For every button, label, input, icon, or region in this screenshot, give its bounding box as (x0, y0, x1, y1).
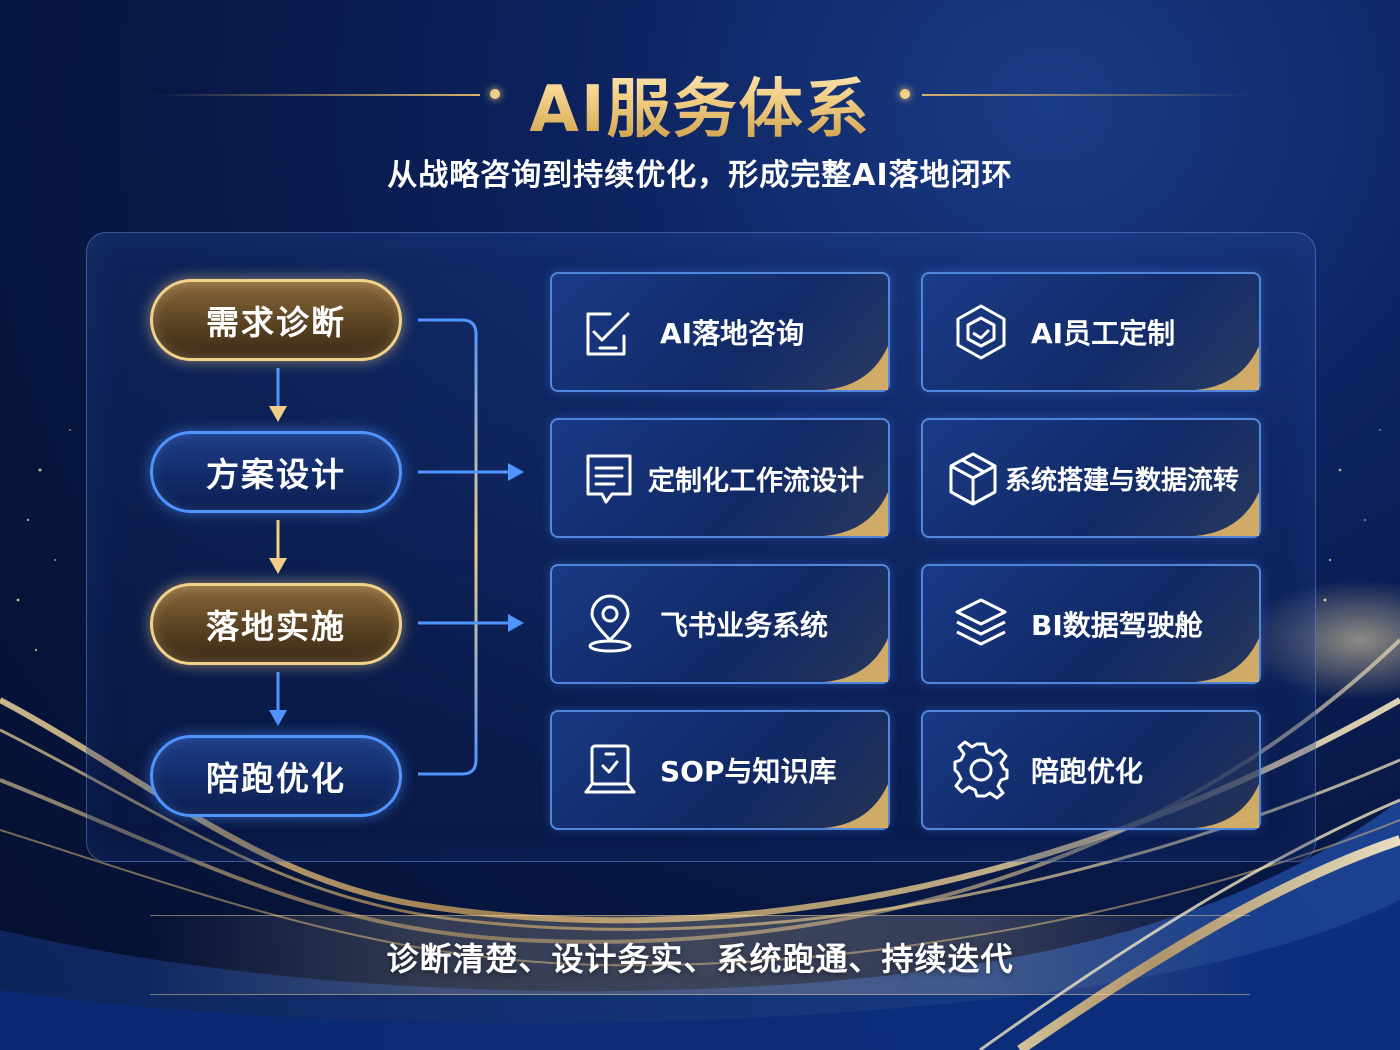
service-label: AI落地咨询 (660, 317, 805, 350)
service-label: AI员工定制 (1031, 317, 1176, 350)
location-pin-icon (588, 594, 632, 653)
arrow-head-services-2 (508, 614, 524, 632)
card-corner-accent (824, 638, 888, 682)
arrow-head-services-1 (508, 463, 524, 481)
hexagon-shield-icon (956, 304, 1006, 360)
title-divider-left (150, 94, 480, 96)
process-step-design: 方案设计 (150, 431, 402, 513)
arrow-head-2 (269, 558, 287, 574)
service-label: 陪跑优化 (1031, 755, 1144, 788)
service-card-sop-knowledge[interactable]: SOP与知识库 (550, 710, 890, 830)
card-corner-accent (1195, 784, 1259, 828)
service-label: 飞书业务系统 (660, 609, 829, 642)
arrow-head-3 (269, 710, 287, 726)
service-card-system-build[interactable]: 系统搭建与数据流转 (921, 418, 1261, 538)
service-card-ongoing-optimization[interactable]: 陪跑优化 (921, 710, 1261, 830)
card-corner-accent (824, 784, 888, 828)
footer-slogan: 诊断清楚、设计务实、系统跑通、持续迭代 (386, 940, 1014, 978)
flow-bracket (418, 318, 478, 776)
page-title: AI服务体系 (0, 58, 1400, 150)
title-divider-right (922, 94, 1250, 96)
service-label: SOP与知识库 (660, 755, 837, 788)
service-card-ai-consulting[interactable]: AI落地咨询 (550, 272, 890, 392)
arrow-head-1 (269, 406, 287, 422)
card-corner-accent (1195, 638, 1259, 682)
service-card-ai-employee[interactable]: AI员工定制 (921, 272, 1261, 392)
card-corner-accent (824, 492, 888, 536)
card-corner-accent (1195, 346, 1259, 390)
process-step-diagnosis: 需求诊断 (150, 279, 402, 361)
process-step-implementation: 落地实施 (150, 583, 402, 665)
service-label: BI数据驾驶舱 (1031, 609, 1203, 642)
card-corner-accent (1195, 492, 1259, 536)
title-dot-left (490, 89, 500, 99)
laptop-icon (584, 744, 636, 794)
document-list-icon (586, 454, 632, 504)
cube-box-icon (949, 452, 997, 506)
gear-icon (953, 740, 1009, 800)
process-step-optimization: 陪跑优化 (150, 735, 402, 817)
footer-band (150, 915, 1250, 995)
clipboard-check-icon (586, 312, 630, 356)
card-corner-accent (824, 346, 888, 390)
page-subtitle: 从战略咨询到持续优化，形成完整AI落地闭环 (387, 158, 1013, 193)
service-label: 系统搭建与数据流转 (1005, 465, 1240, 496)
service-card-bi-dashboard[interactable]: BI数据驾驶舱 (921, 564, 1261, 684)
title-dot-right (900, 89, 910, 99)
service-card-feishu-system[interactable]: 飞书业务系统 (550, 564, 890, 684)
layers-stack-icon (955, 598, 1007, 646)
service-label: 定制化工作流设计 (648, 465, 864, 497)
service-card-workflow-design[interactable]: 定制化工作流设计 (550, 418, 890, 538)
